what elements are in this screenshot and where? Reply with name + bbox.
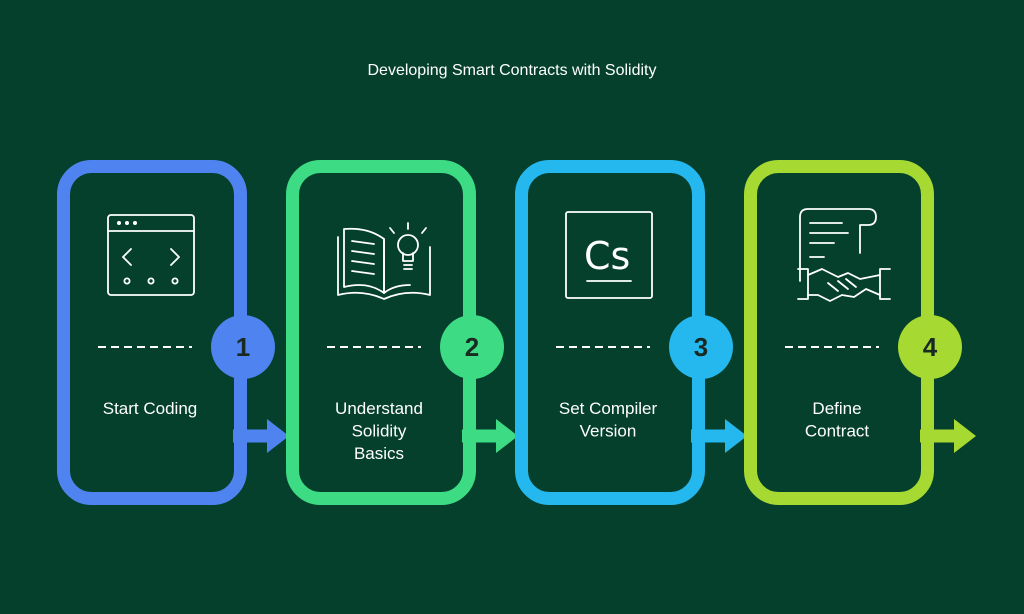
- step-arrow-3: [725, 419, 747, 453]
- step-number-badge-3: [669, 315, 733, 379]
- step-arrow-4: [954, 419, 976, 453]
- book-lightbulb-icon: [337, 222, 431, 300]
- step-label-1-line-1: Start Coding: [103, 399, 198, 418]
- step-number-badge-4: [898, 315, 962, 379]
- step-arrow-shaft-4: [920, 429, 956, 443]
- step-label-2-line-3: Basics: [354, 444, 404, 463]
- step-label-3-line-1: Set Compiler: [559, 399, 658, 418]
- step-arrow-2: [496, 419, 518, 453]
- compiler-cs-icon: Cs: [565, 211, 653, 299]
- step-number-badge-2: [440, 315, 504, 379]
- step-number-badge-1: [211, 315, 275, 379]
- step-label-4-line-2: Contract: [805, 422, 870, 441]
- step-card-3: [515, 160, 705, 505]
- svg-text:Cs: Cs: [584, 234, 630, 278]
- contract-handshake-icon: [797, 208, 891, 302]
- step-arrow-shaft-1: [233, 429, 269, 443]
- diagram-title: Developing Smart Contracts with Solidity: [367, 62, 657, 79]
- step-number-4: 4: [923, 332, 938, 362]
- step-number-1: 1: [236, 332, 250, 362]
- step-number-2: 2: [465, 332, 479, 362]
- step-arrow-shaft-2: [462, 429, 498, 443]
- step-arrow-1: [267, 419, 289, 453]
- step-label-2-line-1: Understand: [335, 399, 423, 418]
- step-number-3: 3: [694, 332, 708, 362]
- step-arrow-shaft-3: [691, 429, 727, 443]
- step-label-3-line-2: Version: [580, 422, 637, 441]
- code-window-icon: [107, 214, 195, 296]
- step-label-2-line-2: Solidity: [352, 422, 407, 441]
- step-card-4: [744, 160, 934, 505]
- step-card-1: [57, 160, 247, 505]
- step-label-4-line-1: Define: [812, 399, 861, 418]
